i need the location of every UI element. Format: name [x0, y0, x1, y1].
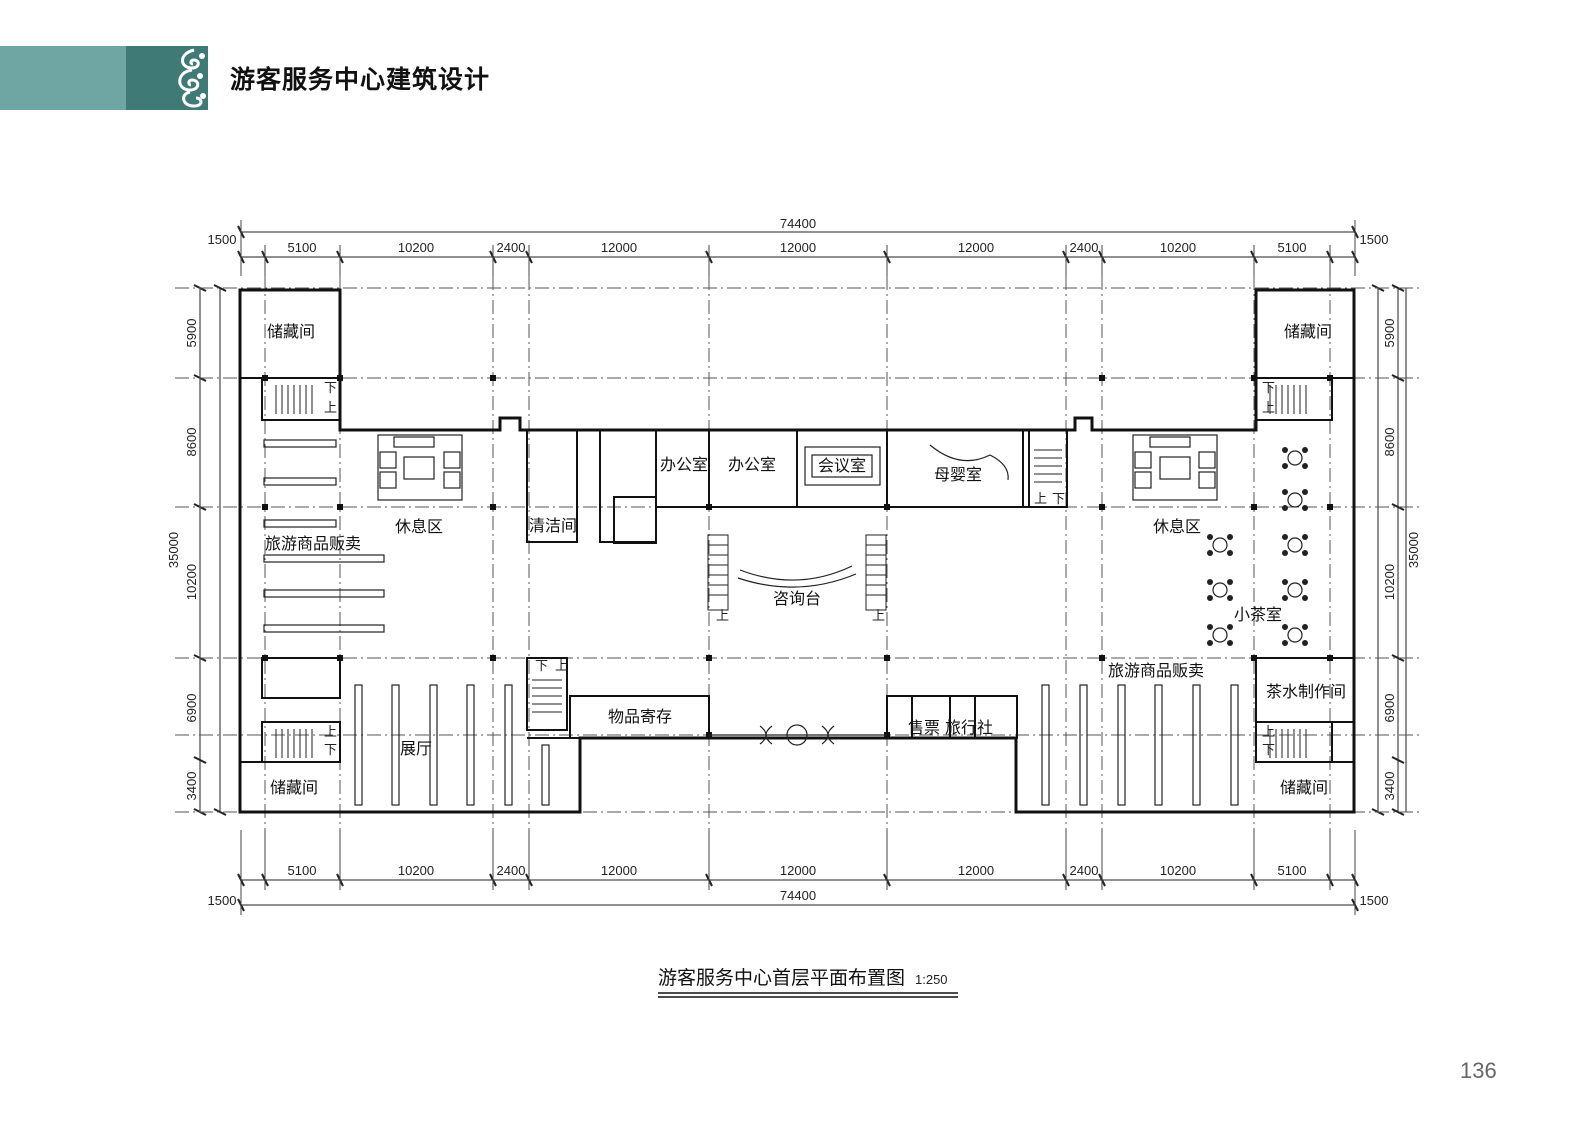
ornament-icon: [178, 48, 206, 108]
stair-up-label: 上: [716, 608, 729, 623]
dim-left-bay: 8600: [184, 428, 199, 457]
dim-bay: 10200: [1160, 863, 1196, 878]
dim-bay: 12000: [780, 863, 816, 878]
dim-bay: 2400: [497, 863, 526, 878]
page-title: 游客服务中心建筑设计: [230, 65, 491, 94]
extension-lines: [240, 220, 1356, 915]
room-label-souvenir: 旅游商品贩卖: [1108, 661, 1204, 680]
dim-left-bay: 5900: [184, 319, 199, 348]
room-label-storage-service: 物品寄存: [608, 707, 672, 726]
header-band: [0, 46, 126, 110]
plan-caption: 游客服务中心首层平面布置图: [658, 967, 905, 989]
room-label-tea-prep: 茶水制作间: [1266, 682, 1346, 701]
stair-down-label: 下: [1262, 742, 1275, 757]
stair-up-label: 上: [324, 400, 337, 415]
dim-right-bay: 10200: [1382, 564, 1397, 600]
room-label-cleaning: 清洁间: [529, 516, 577, 535]
dim-bay: 12000: [958, 240, 994, 255]
room-label-info-desk: 咨询台: [773, 589, 821, 608]
stair-up-label: 上: [555, 658, 568, 673]
dim-margin: 1500: [1360, 893, 1389, 908]
dim-right-bay: 5900: [1382, 319, 1397, 348]
stair-up-label: 上: [872, 608, 885, 623]
dim-bay: 2400: [497, 240, 526, 255]
room-label-storage: 储藏间: [1284, 322, 1332, 341]
tea-chairs: [1207, 447, 1308, 646]
dim-bay: 10200: [398, 240, 434, 255]
dim-bay: 2400: [1070, 863, 1099, 878]
fixtures: [709, 444, 1009, 746]
dim-bay: 5100: [288, 240, 317, 255]
building-outline: [238, 288, 1356, 814]
room-label-souvenir: 旅游商品贩卖: [265, 534, 361, 553]
dim-bay: 12000: [601, 863, 637, 878]
room-label-exhibition: 展厅: [400, 739, 432, 758]
room-label-office: 办公室: [660, 455, 708, 474]
tea-tables: [1212, 450, 1303, 643]
shelves: [263, 439, 1239, 806]
stair-down-label: 下: [1052, 491, 1065, 506]
room-label-meeting: 会议室: [818, 456, 866, 475]
dim-bay: 12000: [780, 240, 816, 255]
room-label-lounge: 休息区: [395, 517, 443, 536]
stair-up-label: 上: [1034, 491, 1047, 506]
stair-down-label: 下: [324, 742, 337, 757]
stair-up-label: 上: [324, 724, 337, 739]
dim-bay: 5100: [1278, 240, 1307, 255]
room-label-tea-room: 小茶室: [1234, 605, 1282, 624]
header-band-dark: [126, 46, 208, 110]
dim-total-depth-right: 35000: [1406, 532, 1421, 568]
dim-bay: 10200: [398, 863, 434, 878]
dim-left-bay: 10200: [184, 564, 199, 600]
room-label-storage: 储藏间: [267, 322, 315, 341]
partitions: [240, 377, 1355, 763]
room-label-ticket: 售票: [908, 718, 940, 737]
stair-down-label: 下: [1262, 380, 1275, 395]
dim-right-bay: 3400: [1382, 772, 1397, 801]
room-label-mother-baby: 母婴室: [934, 465, 982, 484]
dim-margin: 1500: [208, 232, 237, 247]
dim-bay: 5100: [288, 863, 317, 878]
dim-left-bay: 3400: [184, 772, 199, 801]
stair-up-label: 上: [1262, 724, 1275, 739]
dim-bay: 10200: [1160, 240, 1196, 255]
page-number: 136: [1460, 1058, 1497, 1083]
dim-bay: 12000: [601, 240, 637, 255]
dimension-lines: [199, 231, 1407, 906]
dim-right-bay: 6900: [1382, 694, 1397, 723]
dim-total-depth-left: 35000: [166, 532, 181, 568]
room-label-storage: 储藏间: [270, 778, 318, 797]
room-label-office: 办公室: [728, 455, 776, 474]
dim-total-width-bottom: 74400: [780, 888, 816, 903]
dim-right-bay: 8600: [1382, 428, 1397, 457]
dim-left-bay: 6900: [184, 694, 199, 723]
dim-margin: 1500: [208, 893, 237, 908]
stairs: [275, 385, 1307, 758]
dim-bay: 5100: [1278, 863, 1307, 878]
sofa-sets: [377, 434, 1218, 501]
stair-down-label: 下: [535, 658, 548, 673]
dimension-ticks: [193, 225, 1405, 912]
room-label-lounge: 休息区: [1153, 517, 1201, 536]
room-label-travel-agency: 旅行社: [945, 718, 993, 737]
dim-margin: 1500: [1360, 232, 1389, 247]
stair-up-label: 上: [1262, 400, 1275, 415]
dim-bay: 2400: [1070, 240, 1099, 255]
plan-scale: 1:250: [915, 972, 948, 987]
dim-total-width-top: 74400: [780, 216, 816, 231]
room-label-storage: 储藏间: [1280, 778, 1328, 797]
dim-bay: 12000: [958, 863, 994, 878]
stair-down-label: 下: [324, 380, 337, 395]
